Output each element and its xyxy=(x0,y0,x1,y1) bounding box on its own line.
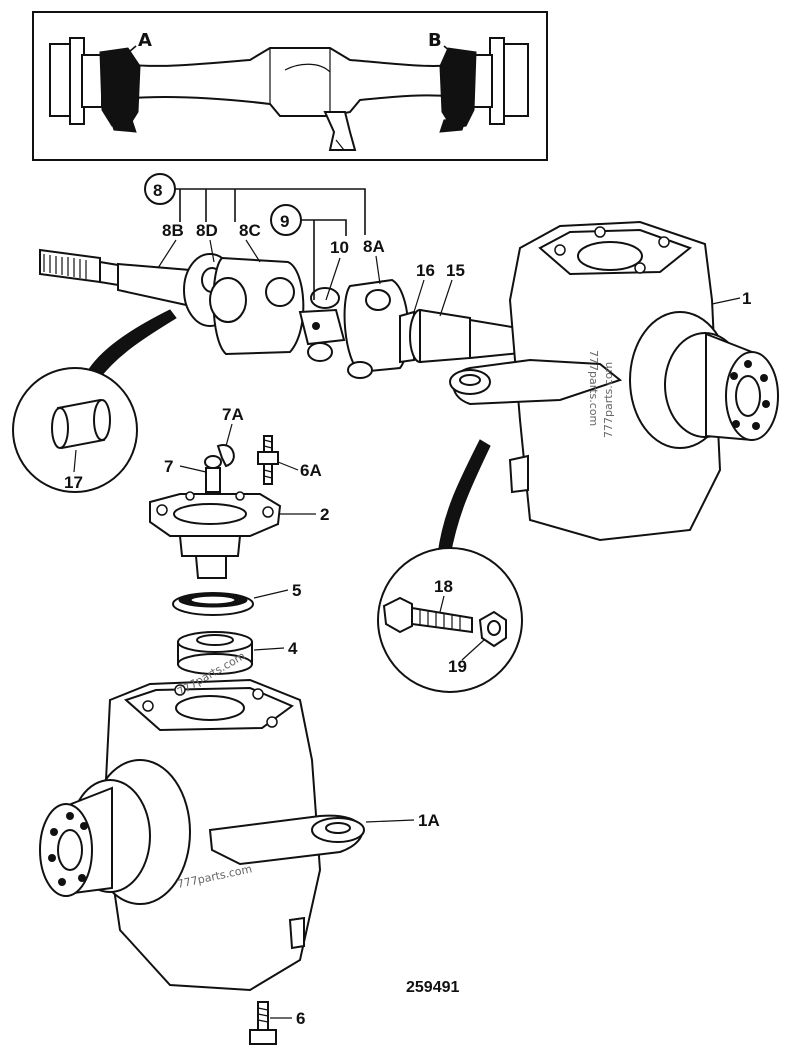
callout-8: 8 xyxy=(153,181,162,200)
detail-bush-17 xyxy=(12,309,177,493)
watermark-text: 777parts.com xyxy=(587,350,600,426)
callout-8d: 8D xyxy=(196,221,218,240)
callouts: 8 8B 8D 8C 8A 9 10 16 15 1 17 7A 7 6A 2 xyxy=(64,173,751,1028)
callout-1a: 1A xyxy=(418,811,440,830)
inset-label-a: A xyxy=(138,30,152,51)
callout-19: 19 xyxy=(448,657,467,676)
callout-7a: 7A xyxy=(222,405,244,424)
callout-5: 5 xyxy=(292,581,301,600)
watermark-text: 777parts.com xyxy=(602,362,615,438)
axle-overview-inset: A B xyxy=(32,11,548,161)
drawing-number: 259491 xyxy=(406,979,459,996)
kingpin-stack xyxy=(149,435,282,1045)
callout-6a: 6A xyxy=(300,461,322,480)
callout-7: 7 xyxy=(164,457,173,476)
callout-10: 10 xyxy=(330,238,349,257)
callout-8b: 8B xyxy=(162,221,184,240)
callout-8a: 8A xyxy=(363,237,385,256)
callout-16: 16 xyxy=(416,261,435,280)
callout-9: 9 xyxy=(280,212,289,231)
callout-18: 18 xyxy=(434,577,453,596)
callout-4: 4 xyxy=(288,639,298,658)
steering-knuckle-1a xyxy=(39,678,365,992)
detail-bolt-nut-18-19 xyxy=(377,439,523,693)
callout-2: 2 xyxy=(320,505,329,524)
callout-17: 17 xyxy=(64,473,83,492)
inset-label-b: B xyxy=(428,30,442,51)
callout-15: 15 xyxy=(446,261,465,280)
callout-6: 6 xyxy=(296,1009,305,1028)
callout-1: 1 xyxy=(742,289,751,308)
steering-knuckle-1 xyxy=(449,220,779,542)
driveshaft-assembly xyxy=(39,248,531,379)
callout-8c: 8C xyxy=(239,221,261,240)
